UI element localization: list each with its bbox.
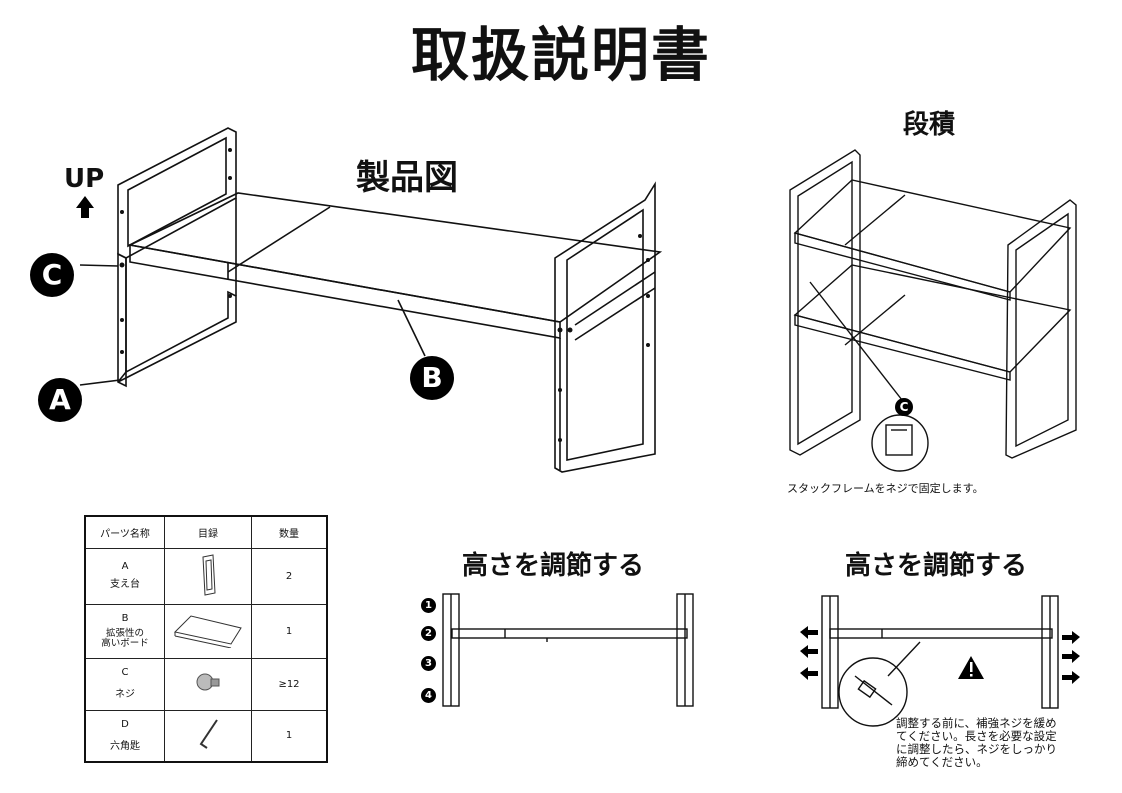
frame-icon (202, 553, 216, 596)
label-c-badge: C (30, 253, 74, 297)
level-4: 4 (421, 688, 436, 703)
header-qty: 数量 (251, 515, 328, 549)
screw-icon (196, 673, 220, 690)
product-heading: 製品図 (356, 158, 458, 198)
adjust-right-diagram (821, 595, 1059, 727)
adjust-left-diagram (442, 593, 694, 707)
header-part-name: パーツ名称 (84, 515, 165, 549)
arrow-icons (800, 626, 1080, 684)
adjust-right-heading: 高さを調節する (845, 551, 1028, 581)
product-diagram (79, 127, 663, 473)
up-label: UP (64, 164, 105, 194)
up-arrow-icon (76, 196, 94, 218)
screw-dots (119, 148, 650, 442)
hex-key-icon (199, 719, 218, 750)
level-1: 1 (421, 598, 436, 613)
adjust-left-heading: 高さを調節する (462, 551, 645, 581)
label-a-badge: A (38, 378, 82, 422)
stack-heading: 段積 (903, 110, 956, 140)
stack-label-c: C (895, 398, 913, 416)
header-list: 目録 (164, 515, 252, 549)
stack-caption: スタックフレームをネジで固定します。 (787, 482, 984, 495)
level-2: 2 (421, 626, 436, 641)
stack-diagram (789, 149, 1077, 472)
page-title: 取扱説明書 (410, 21, 711, 89)
warning-icon (958, 656, 984, 679)
board-icon (173, 614, 242, 648)
adjust-note: 調整する前に、補強ネジを緩めてください。長さを必要な設定に調整したら、ネジをしっ… (896, 716, 1057, 769)
level-3: 3 (421, 656, 436, 671)
label-b-badge: B (410, 356, 454, 400)
